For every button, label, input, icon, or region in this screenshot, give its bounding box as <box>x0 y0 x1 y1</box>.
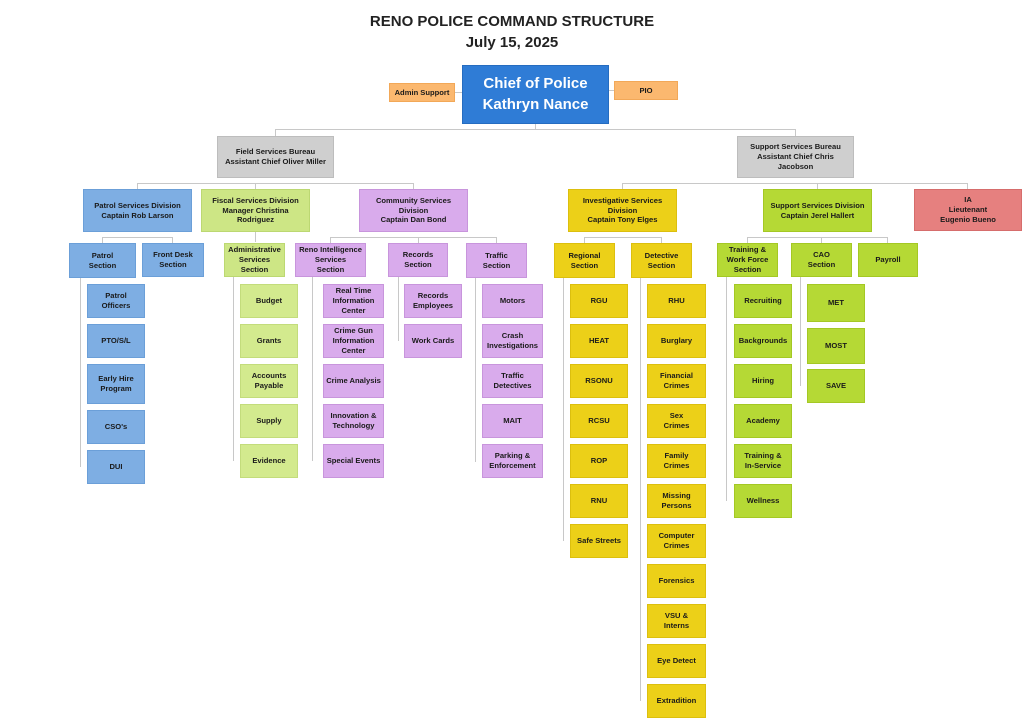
unit-crime-gun-info-center[interactable]: Crime Gun Information Center <box>323 324 384 358</box>
investigative-services-division[interactable]: Investigative Services Division Captain … <box>568 189 677 232</box>
unit-training-in-service[interactable]: Training & In-Service <box>734 444 792 478</box>
unit-records-employees[interactable]: Records Employees <box>404 284 462 318</box>
patrol-section[interactable]: Patrol Section <box>69 243 136 278</box>
unit-eye-detect[interactable]: Eye Detect <box>647 644 706 678</box>
unit-extradition[interactable]: Extradition <box>647 684 706 718</box>
cao-section[interactable]: CAO Section <box>791 243 852 277</box>
regional-section[interactable]: Regional Section <box>554 243 615 278</box>
unit-academy[interactable]: Academy <box>734 404 792 438</box>
support-services-division[interactable]: Support Services Division Captain Jerel … <box>763 189 872 232</box>
unit-early-hire[interactable]: Early Hire Program <box>87 364 145 404</box>
unit-special-events[interactable]: Special Events <box>323 444 384 478</box>
ia-lieutenant-box[interactable]: IA Lieutenant Eugenio Bueno <box>914 189 1022 231</box>
unit-hiring[interactable]: Hiring <box>734 364 792 398</box>
detective-section[interactable]: Detective Section <box>631 243 692 278</box>
unit-save[interactable]: SAVE <box>807 369 865 403</box>
unit-recruiting[interactable]: Recruiting <box>734 284 792 318</box>
community-services-division[interactable]: Community Services Division Captain Dan … <box>359 189 468 232</box>
unit-rsonu[interactable]: RSONU <box>570 364 628 398</box>
unit-rcsu[interactable]: RCSU <box>570 404 628 438</box>
admin-support-box[interactable]: Admin Support <box>389 83 455 102</box>
unit-supply[interactable]: Supply <box>240 404 298 438</box>
records-section[interactable]: Records Section <box>388 243 448 277</box>
unit-real-time-info-center[interactable]: Real Time Information Center <box>323 284 384 318</box>
unit-heat[interactable]: HEAT <box>570 324 628 358</box>
pio-box[interactable]: PIO <box>614 81 678 100</box>
administrative-services-section[interactable]: Administrative Services Section <box>224 243 285 277</box>
unit-accounts-payable[interactable]: Accounts Payable <box>240 364 298 398</box>
training-workforce-section[interactable]: Training & Work Force Section <box>717 243 778 277</box>
unit-dui[interactable]: DUI <box>87 450 145 484</box>
unit-csos[interactable]: CSO's <box>87 410 145 444</box>
support-services-bureau[interactable]: Support Services Bureau Assistant Chief … <box>737 136 854 178</box>
unit-wellness[interactable]: Wellness <box>734 484 792 518</box>
unit-budget[interactable]: Budget <box>240 284 298 318</box>
payroll-box[interactable]: Payroll <box>858 243 918 277</box>
unit-most[interactable]: MOST <box>807 328 865 364</box>
chief-title: Chief of Police <box>483 75 588 93</box>
unit-crash-investigations[interactable]: Crash Investigations <box>482 324 543 358</box>
unit-forensics[interactable]: Forensics <box>647 564 706 598</box>
unit-met[interactable]: MET <box>807 284 865 322</box>
unit-motors[interactable]: Motors <box>482 284 543 318</box>
chart-title: RENO POLICE COMMAND STRUCTURE <box>369 13 655 30</box>
field-services-bureau[interactable]: Field Services Bureau Assistant Chief Ol… <box>217 136 334 178</box>
unit-parking-enforcement[interactable]: Parking & Enforcement <box>482 444 543 478</box>
unit-patrol-officers[interactable]: Patrol Officers <box>87 284 145 318</box>
unit-traffic-detectives[interactable]: Traffic Detectives <box>482 364 543 398</box>
chart-date: July 15, 2025 <box>465 34 559 51</box>
unit-computer-crimes[interactable]: Computer Crimes <box>647 524 706 558</box>
unit-rgu[interactable]: RGU <box>570 284 628 318</box>
unit-sex-crimes[interactable]: Sex Crimes <box>647 404 706 438</box>
unit-work-cards[interactable]: Work Cards <box>404 324 462 358</box>
unit-backgrounds[interactable]: Backgrounds <box>734 324 792 358</box>
unit-pto-s-l[interactable]: PTO/S/L <box>87 324 145 358</box>
unit-crime-analysis[interactable]: Crime Analysis <box>323 364 384 398</box>
unit-vsu-interns[interactable]: VSU & Interns <box>647 604 706 638</box>
unit-evidence[interactable]: Evidence <box>240 444 298 478</box>
unit-innovation-technology[interactable]: Innovation & Technology <box>323 404 384 438</box>
unit-rnu[interactable]: RNU <box>570 484 628 518</box>
reno-intelligence-section[interactable]: Reno Intelligence Services Section <box>295 243 366 277</box>
unit-grants[interactable]: Grants <box>240 324 298 358</box>
unit-rhu[interactable]: RHU <box>647 284 706 318</box>
unit-missing-persons[interactable]: Missing Persons <box>647 484 706 518</box>
chief-box[interactable]: Chief of Police Kathryn Nance <box>462 65 609 124</box>
traffic-section[interactable]: Traffic Section <box>466 243 527 278</box>
unit-rop[interactable]: ROP <box>570 444 628 478</box>
fiscal-services-division[interactable]: Fiscal Services Division Manager Christi… <box>201 189 310 232</box>
chief-name: Kathryn Nance <box>482 95 589 113</box>
unit-burglary[interactable]: Burglary <box>647 324 706 358</box>
unit-financial-crimes[interactable]: Financial Crimes <box>647 364 706 398</box>
unit-family-crimes[interactable]: Family Crimes <box>647 444 706 478</box>
patrol-services-division[interactable]: Patrol Services Division Captain Rob Lar… <box>83 189 192 232</box>
unit-mait[interactable]: MAIT <box>482 404 543 438</box>
unit-safe-streets[interactable]: Safe Streets <box>570 524 628 558</box>
front-desk-section[interactable]: Front Desk Section <box>142 243 204 277</box>
